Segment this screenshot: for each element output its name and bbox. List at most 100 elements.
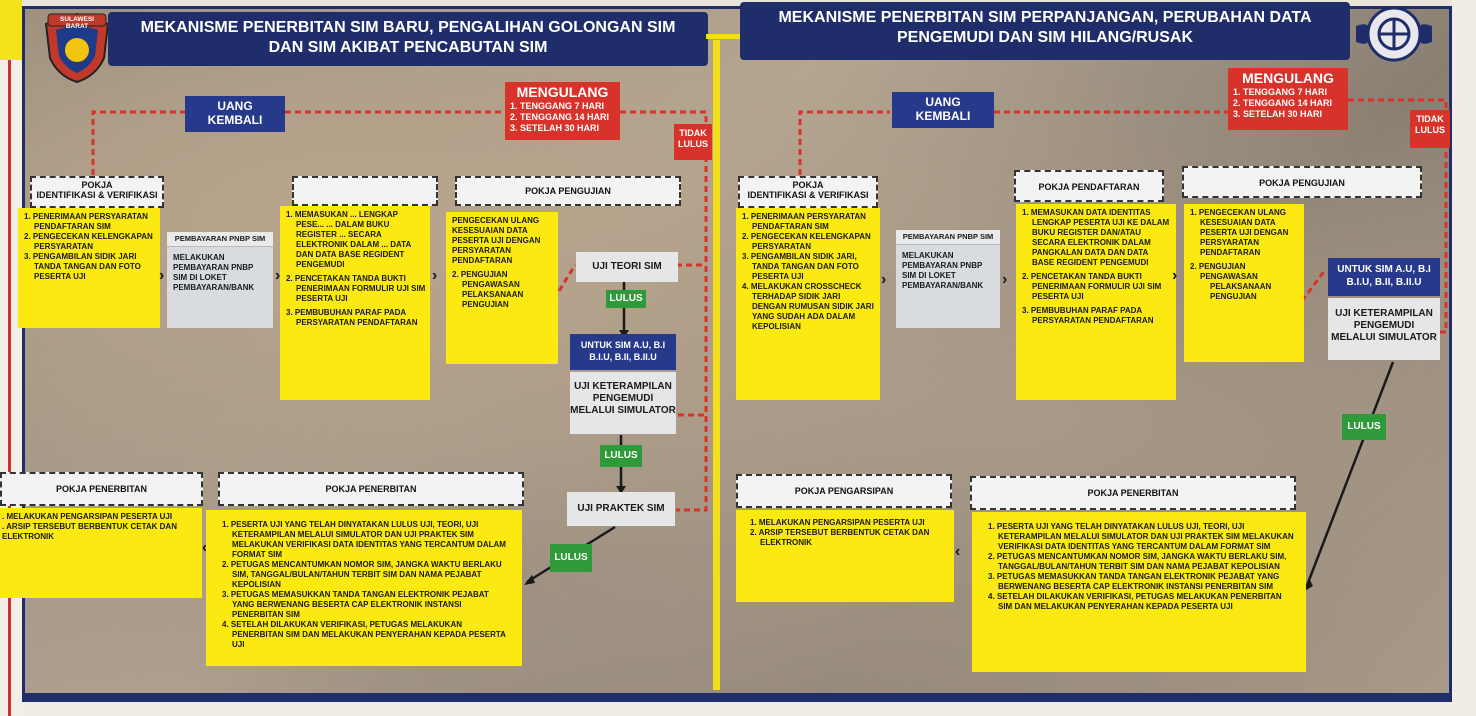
list-item: 3. PENGAMBILAN SIDIK JARI TANDA TANGAN D… [24, 252, 141, 281]
label: UJI KETERAMPILAN [574, 381, 672, 392]
right-header: MEKANISME PENERBITAN SIM PERPANJANGAN, P… [740, 2, 1350, 60]
list-item: 3. PEMBUBUHAN PARAF PADA PERSYARATAN PEN… [286, 308, 418, 327]
list-item: 1. PESERTA UJI YANG TELAH DINYATAKAN LUL… [988, 522, 1294, 551]
right-pokja-pengarsipan-title: POKJA PENGARSIPAN [736, 474, 952, 508]
list-item: PENGAWASAN PELAKSANAAN PENGUJIAN [462, 280, 524, 309]
left-pembayaran-box: PEMBAYARAN PNBP SIM MELAKUKAN PEMBAYARAN… [167, 232, 273, 328]
mengulang-item: 3. SETELAH 30 HARI [1233, 109, 1323, 119]
label: PENGEMUDI [1353, 320, 1415, 331]
left-pokja-penerbitan-small-body: . MELAKUKAN PENGARSIPAN PESERTA UJI . AR… [0, 508, 202, 598]
chevron-right-icon: › [275, 267, 281, 284]
label: UNTUK SIM A.U, B.I [580, 340, 666, 350]
right-tidak-lulus: TIDAK LULUS [1410, 110, 1450, 148]
label: IDENTIFIKASI & VERIFIKASI [747, 190, 869, 200]
list-item: PENGECEKAN ULANG KESESUAIAN DATA PESERTA… [452, 216, 541, 265]
list-item: 1. PENERIMAAN PERSYARATAN PENDAFTARAN SI… [742, 212, 866, 231]
right-pokja-penerbitan-body: 1. PESERTA UJI YANG TELAH DINYATAKAN LUL… [972, 512, 1306, 672]
list-item: 1. MEMASUKAN DATA IDENTITAS LENGKAP PESE… [1022, 208, 1170, 267]
left-pokja-pengujian-title: POKJA PENGUJIAN [455, 176, 681, 206]
left-uji-keterampilan: UJI KETERAMPILAN PENGEMUDI MELALUI SIMUL… [570, 372, 676, 434]
label: POKJA PENERBITAN [55, 484, 147, 494]
list-item: . ARSIP TERSEBUT BERBENTUK CETAK DAN [2, 522, 177, 531]
list-item: 2. ARSIP TERSEBUT BERBENTUK CETAK DAN EL… [750, 528, 930, 547]
list-item: ELEKTRONIK [2, 532, 54, 541]
right-header-line1: MEKANISME PENERBITAN SIM PERPANJANGAN, P… [778, 9, 1312, 26]
left-lulus-1: LULUS [606, 290, 646, 308]
label: POKJA PENGUJIAN [1259, 178, 1345, 188]
list-item: 2. PETUGAS MENCANTUMKAN NOMOR SIM, JANGK… [988, 552, 1287, 571]
label: UJI KETERAMPILAN [1335, 308, 1433, 319]
right-mengulang-box: MENGULANG 1. TENGGANG 7 HARI 2. TENGGANG… [1228, 68, 1348, 130]
right-pokja-penerbitan-title: POKJA PENERBITAN [970, 476, 1296, 510]
label: POKJA PENDAFTARAN [1038, 182, 1140, 192]
left-pokja-penerbitan-title: POKJA PENERBITAN [218, 472, 524, 506]
label: POKJA [81, 180, 113, 190]
chevron-right-icon: › [1002, 271, 1008, 288]
mengulang-item: 2. TENGGANG 14 HARI [1233, 98, 1333, 108]
list-item: 3. PETUGAS MEMASUKKAN TANDA TANGAN ELEKT… [988, 572, 1280, 591]
left-pokja-penerbitan-body: 1. PESERTA UJI YANG TELAH DINYATAKAN LUL… [206, 510, 522, 666]
list-item: 4. SETELAH DILAKUKAN VERIFIKASI, PETUGAS… [988, 592, 1282, 611]
right-uang-kembali: UANG KEMBALI [892, 92, 994, 128]
pembayaran-title: PEMBAYARAN PNBP SIM [896, 230, 1000, 245]
list-item: PENGAWASAN PELAKSANAAN PENGUJIAN [1200, 272, 1272, 301]
label: B.I.U, B.II, B.II.U [1346, 277, 1422, 288]
left-header-line1: MEKANISME PENERBITAN SIM BARU, PENGALIHA… [140, 19, 676, 36]
left-mengulang-box: MENGULANG 1. TENGGANG 7 HARI 2. TENGGANG… [505, 82, 620, 140]
list-item: 2. PENCETAKAN TANDA BUKTI PENERIMAAN FOR… [286, 274, 426, 303]
list-item: 4. MELAKUKAN CROSSCHECK TERHADAP SIDIK J… [742, 282, 874, 331]
label: MELALUI SIMULATOR [570, 405, 676, 416]
chevron-left-icon: ‹ [955, 543, 961, 560]
police-logo: SULAWESI BARAT [40, 10, 114, 84]
right-pokja-pengujian-body: 1. PENGECEKAN ULANG KESESUAIAN DATA PESE… [1184, 204, 1304, 362]
label: POKJA PENGARSIPAN [794, 486, 894, 496]
wall-edge-right [1452, 0, 1476, 716]
left-pokja-penerbitan-small-title: POKJA PENERBITAN [0, 472, 203, 506]
list-item: 2. PENCETAKAN TANDA BUKTI PENERIMAAN FOR… [1022, 272, 1162, 301]
right-pembayaran-box: PEMBAYARAN PNBP SIM MELAKUKAN PEMBAYARAN… [896, 230, 1000, 328]
list-item: 1. PENGECEKAN ULANG KESESUAIAN DATA PESE… [1190, 208, 1289, 257]
label: POKJA [792, 180, 824, 190]
list-item: 3. PENGAMBILAN SIDIK JARI, TANDA TANGAN … [742, 252, 859, 281]
logo-text: SULAWESI BARAT [60, 16, 94, 30]
list-item: 2. PENGECEKAN KELENGKAPAN PERSYARATAN [24, 232, 153, 251]
label: IDENTIFIKASI & VERIFIKASI [36, 190, 158, 200]
label: TIDAK [679, 128, 707, 138]
list-item: 1. PESERTA UJI YANG TELAH DINYATAKAN LUL… [222, 520, 506, 559]
wall-yellow-patch [0, 0, 22, 60]
chevron-right-icon: › [881, 271, 887, 288]
label: POKJA PENERBITAN [1087, 488, 1179, 498]
right-untuk-sim: UNTUK SIM A.U, B.I B.I.U, B.II, B.II.U [1328, 258, 1440, 296]
label: KEMBALI [915, 109, 971, 123]
left-tidak-lulus: TIDAK LULUS [674, 124, 712, 160]
left-uji-praktek: UJI PRAKTEK SIM [567, 492, 675, 526]
pembayaran-body: MELAKUKAN PEMBAYARAN PNBP SIM DI LOKET P… [173, 253, 255, 292]
pembayaran-title: PEMBAYARAN PNBP SIM [167, 232, 273, 247]
left-pokja-verifikasi-title: POKJA IDENTIFIKASI & VERIFIKASI [30, 176, 164, 208]
left-untuk-sim: UNTUK SIM A.U, B.I B.I.U, B.II, B.II.U [570, 334, 676, 370]
list-item: 4. SETELAH DILAKUKAN VERIFIKASI, PETUGAS… [222, 620, 506, 649]
traffic-police-emblem [1352, 0, 1436, 68]
left-uang-kembali: UANG KEMBALI [185, 96, 285, 132]
label: KEMBALI [207, 113, 263, 127]
left-lulus-2: LULUS [600, 445, 642, 467]
list-item: 2. PENGUJIAN [452, 270, 508, 279]
label: POKJA PENGUJIAN [525, 186, 611, 196]
label: POKJA PENERBITAN [325, 484, 417, 494]
label: B.I.U, B.II, B.II.U [589, 352, 657, 362]
floor-strip [22, 702, 1452, 716]
left-uji-teori: UJI TEORI SIM [576, 252, 678, 282]
left-pokja-pendaftaran-body: 1. MEMASUKAN ... LENGKAP PESE... ... DAL… [280, 206, 430, 400]
chevron-right-icon: › [1172, 267, 1178, 284]
list-item: 1. MELAKUKAN PENGARSIPAN PESERTA UJI [750, 518, 925, 527]
list-item: 2. PENGECEKAN KELENGKAPAN PERSYARATAN [742, 232, 871, 251]
mengulang-item: 1. TENGGANG 7 HARI [1233, 87, 1328, 97]
left-pokja-pengujian-body: PENGECEKAN ULANG KESESUAIAN DATA PESERTA… [446, 212, 558, 364]
label: UNTUK SIM A.U, B.I [1337, 264, 1431, 275]
pembayaran-body: MELAKUKAN PEMBAYARAN PNBP SIM DI LOKET P… [902, 251, 984, 290]
left-header: MEKANISME PENERBITAN SIM BARU, PENGALIHA… [108, 12, 708, 66]
label: UANG [217, 99, 253, 113]
right-pokja-verifikasi-title: POKJA IDENTIFIKASI & VERIFIKASI [738, 176, 878, 208]
list-item: 2. PETUGAS MENCANTUMKAN NOMOR SIM, JANGK… [222, 560, 502, 589]
mengulang-title: MENGULANG [1242, 70, 1334, 86]
